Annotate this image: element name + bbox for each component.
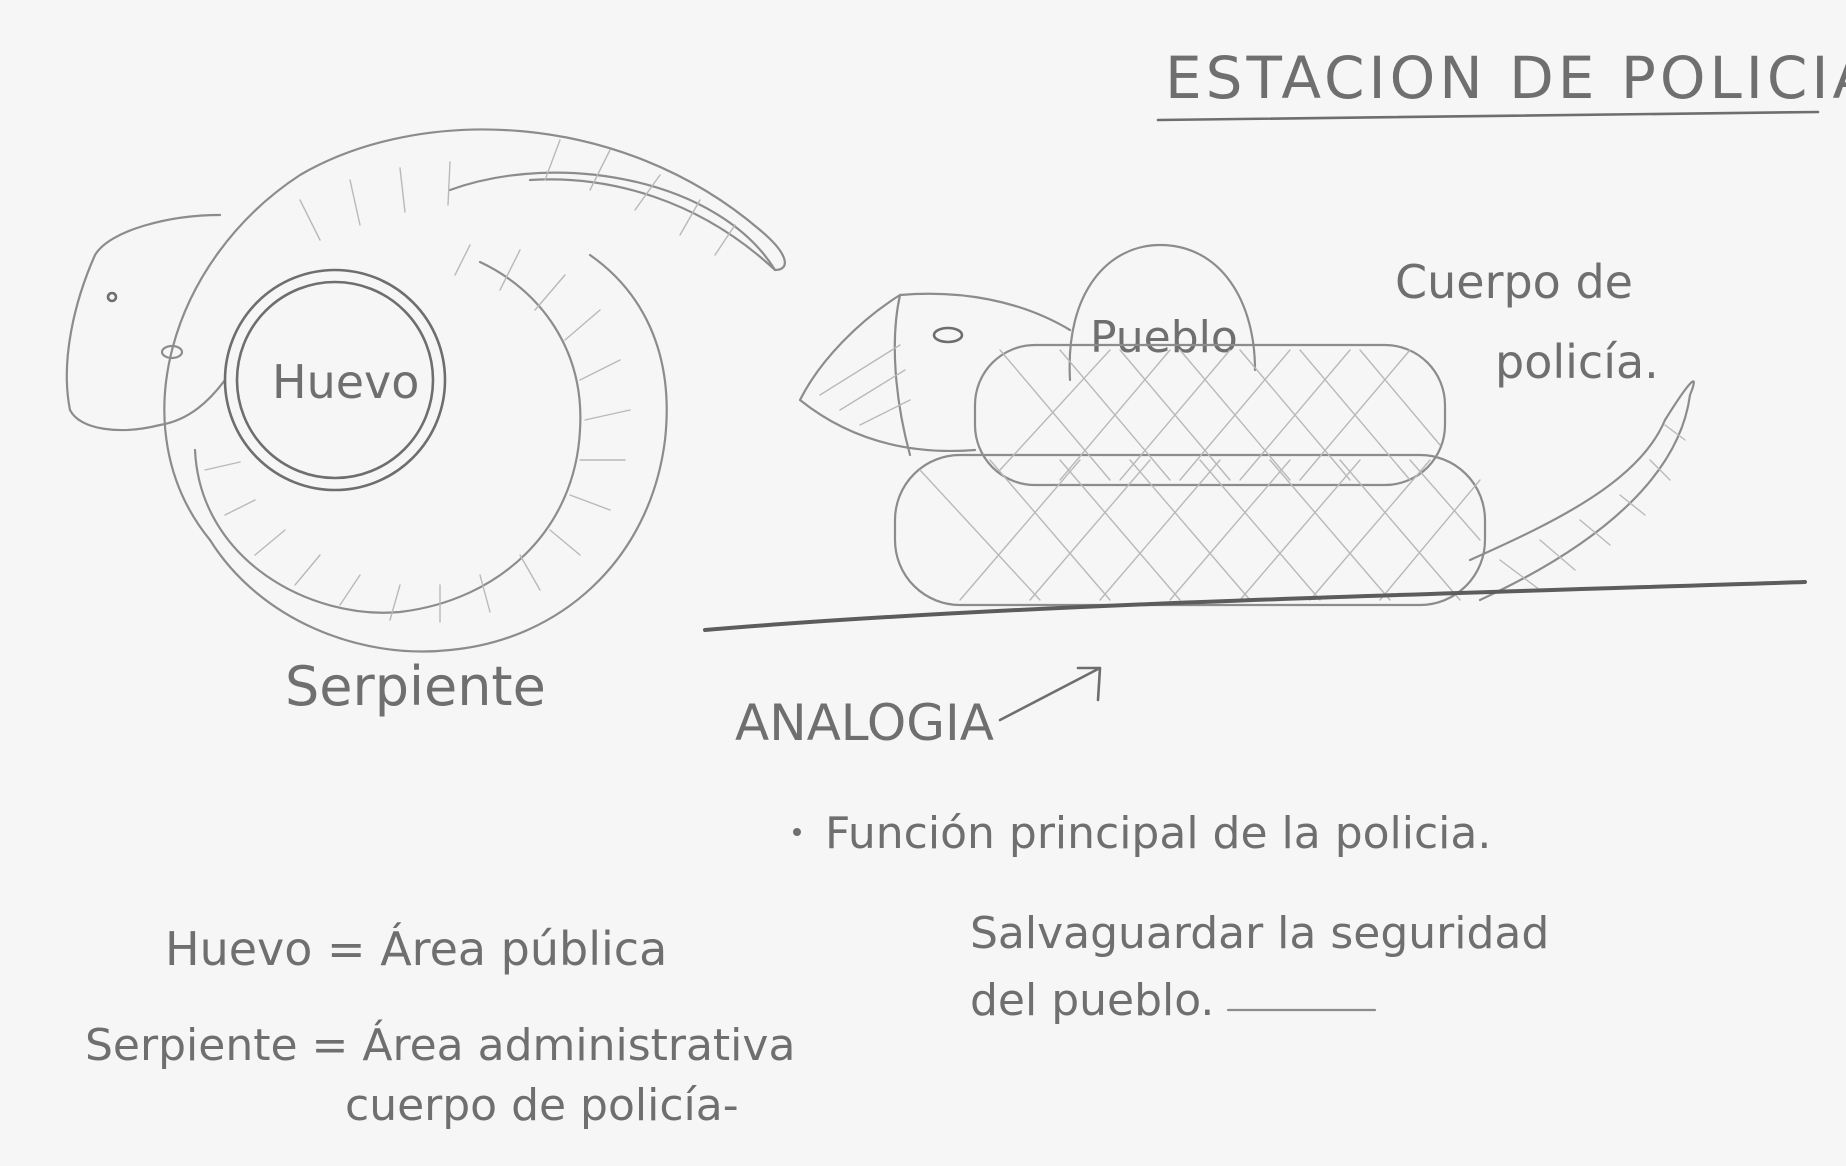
legend-snake-line1: Serpiente = Área administrativa	[85, 1018, 795, 1071]
egg-label: Huevo	[272, 355, 419, 409]
ground-line	[703, 580, 1807, 632]
egg-inner	[235, 280, 435, 480]
snake-tail	[528, 178, 777, 272]
snake-label: Serpiente	[285, 655, 546, 718]
snake-outer-coil	[163, 128, 786, 542]
analogy-snake-jaw	[893, 293, 912, 457]
egg-outer	[223, 268, 447, 492]
page-title: ESTACION DE POLICIA	[1165, 44, 1846, 112]
legend-snake-line2: cuerpo de policía-	[345, 1080, 739, 1131]
snake-head	[65, 213, 227, 432]
police-label-line2: policía.	[1495, 335, 1659, 389]
function-heading: Función principal de la policia.	[825, 808, 1491, 859]
function-line2: del pueblo.	[970, 975, 1214, 1026]
town-label: Pueblo	[1090, 312, 1238, 363]
analogy-arrow-icon	[998, 666, 1102, 722]
analogy-head-hatch	[819, 344, 911, 426]
analogy-snake-tail	[1468, 380, 1695, 602]
analogy-snake-eye	[932, 326, 964, 344]
snake-eye	[106, 291, 118, 303]
snake-eye-2	[160, 344, 184, 360]
snake-scales	[204, 139, 736, 623]
coil-crosshatch	[919, 349, 1481, 601]
snake-coil-right	[208, 253, 668, 653]
analogy-snake-head	[798, 292, 1072, 453]
title-underline	[1156, 110, 1820, 122]
police-label-line1: Cuerpo de	[1395, 255, 1633, 309]
snake-upper-coil	[973, 343, 1447, 487]
analogy-drawing: Pueblo Cuerpo de policía.	[703, 243, 1807, 632]
snake-lower-coil	[893, 453, 1487, 607]
town-dome	[1068, 243, 1257, 382]
function-line1: Salvaguardar la seguridad	[970, 908, 1549, 959]
coiled-snake-drawing: Huevo Serpiente	[65, 128, 786, 718]
snake-inner-coil	[193, 260, 582, 614]
legend-egg: Huevo = Área pública	[165, 922, 667, 976]
analogy-label: ANALOGIA	[735, 694, 994, 752]
bullet-icon	[793, 828, 801, 836]
tail-hatch	[1499, 424, 1686, 591]
